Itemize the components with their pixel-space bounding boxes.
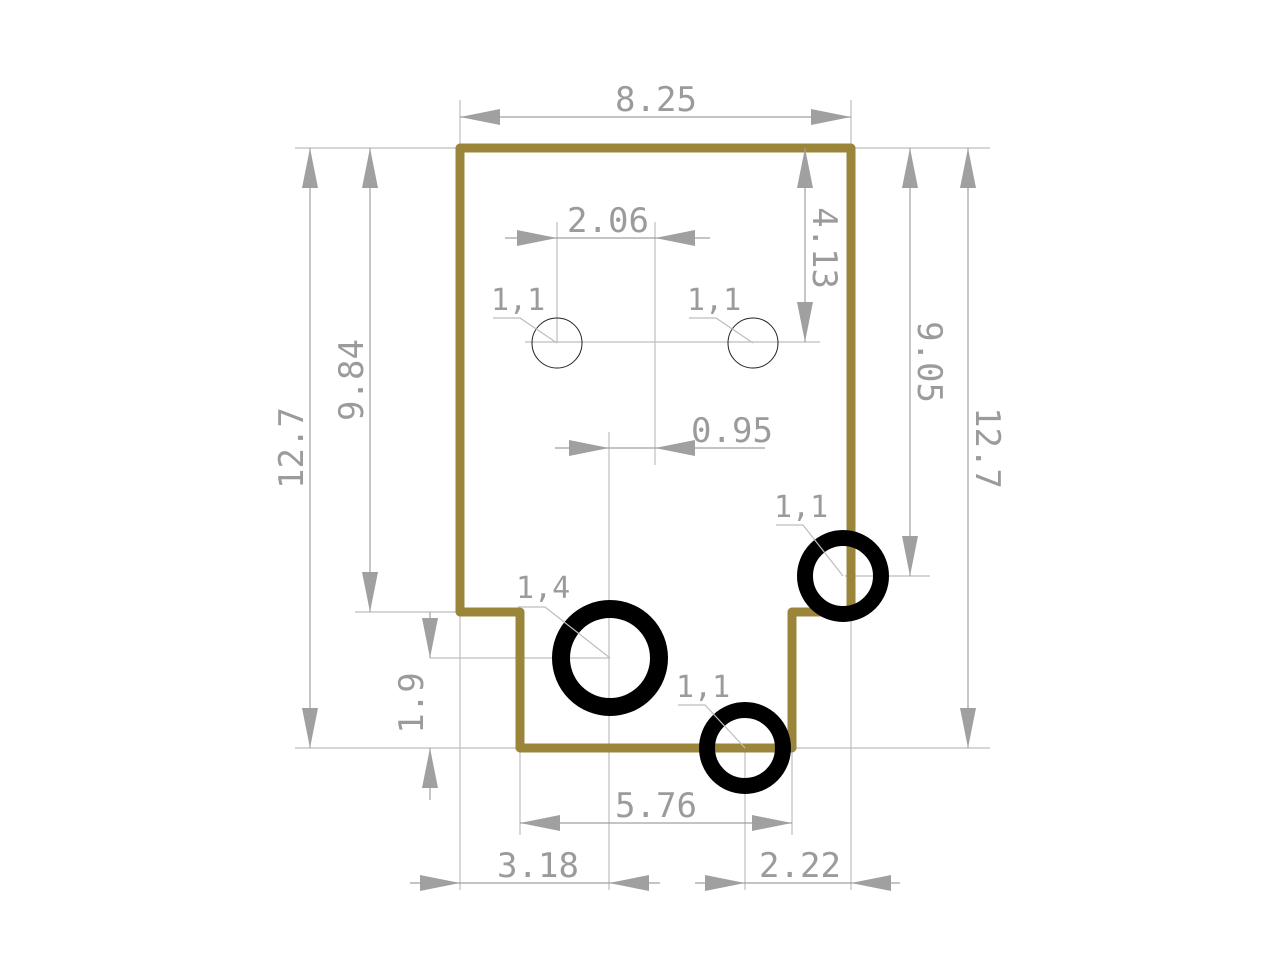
dim-top-right-offset: 4.13 bbox=[804, 207, 844, 289]
large-pad-ring bbox=[552, 600, 668, 716]
dim-hole-spacing: 2.06 bbox=[567, 201, 649, 241]
dim-bottom-right: 2.22 bbox=[759, 846, 841, 886]
dim-left-inner-height: 9.84 bbox=[332, 339, 372, 421]
dim-top-width: 8.25 bbox=[615, 80, 697, 120]
small-hole-left bbox=[531, 317, 583, 369]
dim-bottom-span: 5.76 bbox=[615, 786, 697, 826]
dimension-labels: 8.25 2.06 0.95 5.76 3.18 2.22 12.7 9.84 … bbox=[272, 80, 1007, 886]
small-hole-right bbox=[727, 317, 779, 369]
label-bottom-pad: 1,1 bbox=[676, 670, 730, 705]
dim-bottom-left: 3.18 bbox=[497, 846, 579, 886]
dim-notch-height: 1.9 bbox=[392, 672, 432, 733]
arrowheads bbox=[302, 109, 976, 891]
label-small-hole-left: 1,1 bbox=[491, 283, 545, 318]
dim-right-outer-height: 12.7 bbox=[967, 407, 1007, 489]
right-pad-ring bbox=[797, 530, 889, 622]
dim-center-offset: 0.95 bbox=[691, 411, 773, 451]
label-right-pad: 1,1 bbox=[774, 490, 828, 525]
dim-right-inner-height: 9.05 bbox=[909, 321, 949, 403]
board-outline bbox=[455, 143, 856, 753]
label-small-hole-right: 1,1 bbox=[687, 283, 741, 318]
extension-lines bbox=[295, 100, 990, 890]
hole-labels: 1,1 1,1 1,4 1,1 1,1 bbox=[491, 283, 828, 705]
leader-lines bbox=[493, 317, 844, 749]
holes bbox=[531, 317, 889, 794]
label-large-pad: 1,4 bbox=[516, 571, 570, 606]
dim-left-height: 12.7 bbox=[272, 407, 312, 489]
bottom-pad-ring bbox=[699, 702, 791, 794]
